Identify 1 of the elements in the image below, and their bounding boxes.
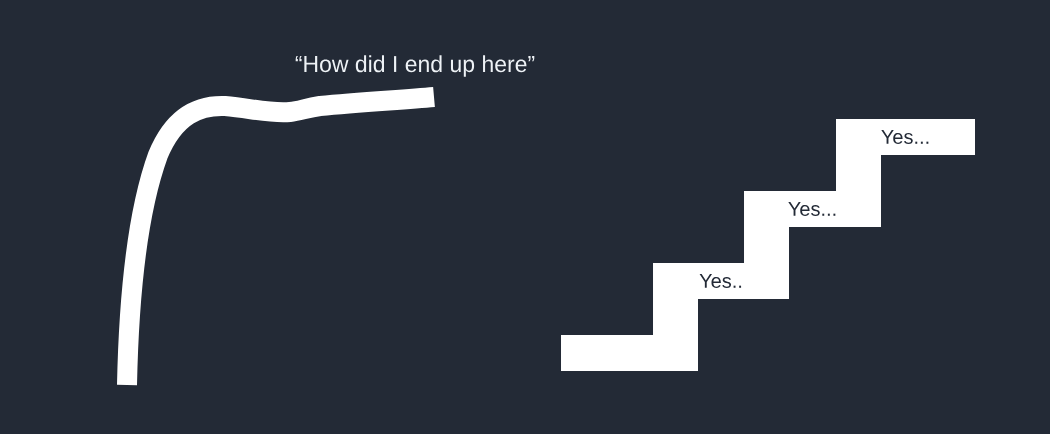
quote-text: “How did I end up here” — [295, 55, 535, 77]
